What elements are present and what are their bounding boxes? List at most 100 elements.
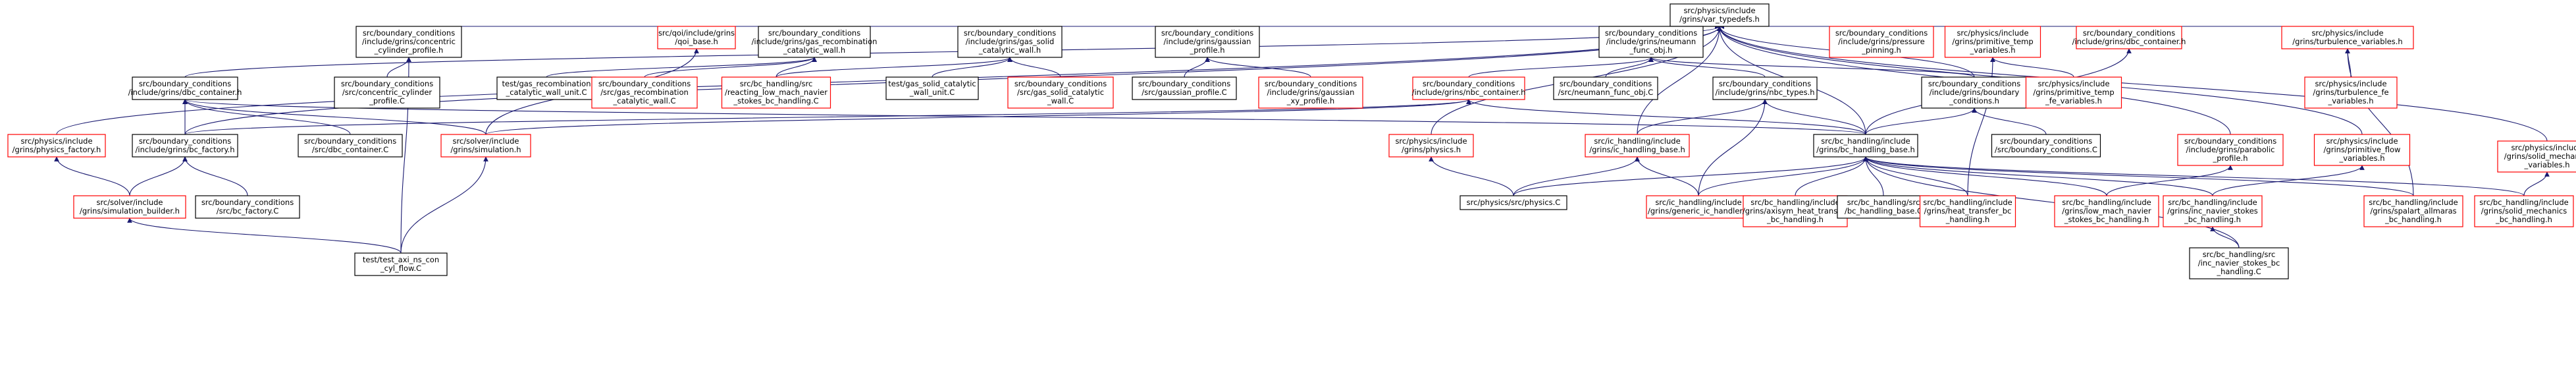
node-label-line: _catalytic_wall_unit.C — [505, 88, 587, 97]
node-label-line: _handling.h — [1945, 215, 1990, 224]
node-gaussian[interactable]: src/boundary_conditions/include/grins/ga… — [1155, 26, 1260, 58]
node-label-line: /include/grins/gaussian — [1164, 37, 1251, 46]
node-bc-handling[interactable]: src/bc_handling/include/grins/bc_handlin… — [1813, 134, 1918, 158]
node-label-line: /include/grins/concentric — [362, 37, 456, 46]
node-ic-handling[interactable]: src/ic_handling/include/grins/ic_handlin… — [1585, 134, 1690, 158]
node-neumann[interactable]: src/boundary_conditions/include/grins/ne… — [1598, 26, 1704, 58]
node-prim-temp[interactable]: src/physics/include/grins/primitive_temp… — [1944, 26, 2041, 58]
node-src-gas-recomb[interactable]: src/boundary_conditions/src/gas_recombin… — [591, 76, 698, 109]
node-prim-flow[interactable]: src/physics/include/grins/primitive_flow… — [2313, 134, 2411, 166]
node-dbc-cont-top[interactable]: src/boundary_conditions/include/grins/db… — [2072, 26, 2186, 49]
node-label-line: /grins/primitive_temp — [2033, 88, 2114, 97]
node-label-line: _profile.h — [2212, 154, 2247, 163]
node-label-line: src/boundary_conditions — [341, 79, 433, 88]
node-gaussian-c[interactable]: src/boundary_conditions/src/gaussian_pro… — [1132, 76, 1237, 100]
node-inc-navier-c[interactable]: src/bc_handling/src/inc_navier_stokes_bc… — [2189, 247, 2289, 279]
node-pressure[interactable]: src/boundary_conditions/include/grins/pr… — [1829, 26, 1934, 58]
node-low-mach[interactable]: src/bc_handling/include/grins/low_mach_n… — [2054, 195, 2159, 227]
node-axisym[interactable]: src/bc_handling/include/grins/axisym_hea… — [1743, 195, 1848, 227]
node-dbc-container[interactable]: src/boundary_conditions/include/grins/db… — [128, 76, 242, 100]
node-gas-recomb[interactable]: src/boundary_conditions/include/grins/ga… — [752, 26, 878, 58]
node-nbc-container[interactable]: src/boundary_conditions/include/grins/nb… — [1412, 76, 1526, 100]
edge-n_gas_recomb-to-n_reacting — [775, 57, 817, 78]
node-physics-h[interactable]: src/physics/include/grins/physics.h — [1388, 134, 1474, 158]
node-reacting[interactable]: src/bc_handling/src/reacting_low_mach_na… — [721, 76, 831, 109]
node-bc-handling-c[interactable]: src/bc_handling/src/bc_handling_base.C — [1837, 195, 1930, 219]
node-bc-boundary[interactable]: src/boundary_conditions/include/grins/bo… — [1921, 76, 2028, 109]
node-box — [355, 26, 462, 58]
node-parabolic[interactable]: src/boundary_conditions/include/grins/pa… — [2177, 134, 2284, 166]
node-label-line: src/ic_handling/include — [1594, 136, 1680, 146]
edge-n_nbc_container-to-n_simulation — [485, 99, 1471, 135]
node-label-line: _wall_unit.C — [909, 88, 955, 97]
node-label-line: /grins/turbulence_variables.h — [2292, 37, 2402, 46]
node-test-axi[interactable]: test/test_axi_ns_con_cyl_flow.C — [354, 252, 448, 276]
node-box — [298, 134, 403, 158]
node-label-line: src/physics/include — [1957, 28, 2028, 38]
node-box — [2363, 195, 2463, 227]
node-prim-temp-fe[interactable]: src/physics/include/grins/primitive_temp… — [2025, 76, 2122, 109]
node-label-line: /src/boundary_conditions.C — [1995, 145, 2097, 154]
node-generic-ic[interactable]: src/ic_handling/include/grins/generic_ic… — [1646, 195, 1751, 219]
node-solid-mech-bc[interactable]: src/bc_handling/include/grins/solid_mech… — [2474, 195, 2574, 227]
node-label-line: /include/grins/pressure — [1838, 37, 1924, 46]
node-label-line: _wall.C — [1047, 96, 1074, 105]
node-box — [2177, 134, 2284, 166]
node-turb-fe[interactable]: src/physics/include/grins/turbulence_fe_… — [2304, 76, 2398, 109]
node-root[interactable]: src/physics/include/grins/var_typedefs.h — [1669, 3, 1770, 27]
node-heat-transfer[interactable]: src/bc_handling/include/grins/heat_trans… — [1919, 195, 2016, 227]
edge-n_neumann-to-n_bc_boundary — [1648, 57, 1975, 78]
node-label-line: src/boundary_conditions — [2000, 136, 2092, 146]
edge-n_bc_handling-to-n_low_mach — [1863, 156, 2107, 196]
node-neumann-c[interactable]: src/boundary_conditions/src/neumann_func… — [1553, 76, 1658, 100]
node-box — [1459, 195, 1567, 210]
node-label-line: src/bc_handling/include — [1923, 198, 2012, 207]
node-bc-factory[interactable]: src/boundary_conditions/include/grins/bc… — [132, 134, 238, 158]
nodes: src/physics/include/grins/var_typedefs.h… — [7, 3, 2576, 279]
node-simulation[interactable]: src/solver/include/grins/simulation.h — [440, 134, 531, 158]
node-concentric-c[interactable]: src/boundary_conditions/src/concentric_c… — [334, 76, 440, 109]
edge-n_gaussian-to-n_gaussian_xy — [1205, 57, 1311, 78]
edge-n_bc_boundary-to-n_bc_handling — [1865, 107, 1977, 135]
edge-n_dbc_container-to-n_simulation — [182, 99, 486, 135]
node-label-line: _cyl_flow.C — [380, 264, 421, 273]
node-gaussian-xy[interactable]: src/boundary_conditions/include/grins/ga… — [1258, 76, 1363, 109]
node-solid-mech-vars[interactable]: src/physics/include/grins/solid_mechanic… — [2497, 140, 2576, 173]
node-box — [2313, 134, 2411, 166]
edge-n_nbc_types-to-n_bc_handling — [1762, 99, 1866, 135]
node-label-line: src/boundary_conditions — [139, 79, 231, 88]
node-sim-builder[interactable]: src/solver/include/grins/simulation_buil… — [73, 195, 186, 219]
node-spalart[interactable]: src/bc_handling/include/grins/spalart_al… — [2363, 195, 2463, 227]
node-box — [1743, 195, 1848, 227]
node-box — [2497, 140, 2576, 173]
node-label-line: src/boundary_conditions — [1560, 79, 1652, 88]
node-nbc-types[interactable]: src/boundary_conditions/include/grins/nb… — [1712, 76, 1818, 100]
node-label-line: /src/gas_recombination — [600, 88, 689, 97]
node-inc-navier[interactable]: src/bc_handling/include/grins/inc_navier… — [2163, 195, 2263, 227]
node-test-gas-solid[interactable]: test/gas_solid_catalytic_wall_unit.C — [885, 76, 979, 100]
node-label-line: src/boundary_conditions — [964, 28, 1056, 38]
node-physics-c[interactable]: src/physics/src/physics.C — [1459, 195, 1567, 210]
node-label-line: /include/grins/dbc_container.h — [2072, 37, 2186, 46]
node-concentric[interactable]: src/boundary_conditions/include/grins/co… — [355, 26, 462, 58]
node-turb-vars[interactable]: src/physics/include/grins/turbulence_var… — [2281, 26, 2414, 49]
node-src-gas-solid[interactable]: src/boundary_conditions/src/gas_solid_ca… — [1007, 76, 1114, 109]
node-label-line: src/boundary_conditions — [598, 79, 691, 88]
edge-n_sim_builder-to-n_test_axi — [127, 218, 402, 254]
node-label-line: /src/gas_solid_catalytic — [1017, 88, 1104, 97]
node-label-line: src/boundary_conditions — [1138, 79, 1230, 88]
node-dbc-container-c[interactable]: src/boundary_conditions/src/dbc_containe… — [298, 134, 403, 158]
edge-n_prim_temp-to-n_prim_temp_fe — [1990, 57, 2074, 78]
node-box — [2304, 76, 2398, 109]
node-gas-solid[interactable]: src/boundary_conditions/include/grins/ga… — [957, 26, 1063, 58]
node-box — [1921, 76, 2028, 109]
node-tpetra[interactable]: src/qoi/include/grins/qoi_base.h — [657, 26, 736, 49]
edge-n_bc_handling-to-n_generic_ic — [1698, 156, 1868, 196]
node-label-line: test/test_axi_ns_con — [363, 255, 439, 264]
edge-n_nbc_types-to-n_ic_handling — [1637, 99, 1768, 135]
node-phys-factory[interactable]: src/physics/include/grins/physics_factor… — [7, 134, 106, 158]
node-bc-conditions-c[interactable]: src/boundary_conditions/src/boundary_con… — [1991, 134, 2101, 158]
node-test-gas-recomb[interactable]: test/gas_recombination_catalytic_wall_un… — [496, 76, 596, 100]
node-bc-factory-c[interactable]: src/boundary_conditions/src/bc_factory.C — [195, 195, 300, 219]
node-label-line: src/bc_handling/src — [2203, 250, 2276, 259]
